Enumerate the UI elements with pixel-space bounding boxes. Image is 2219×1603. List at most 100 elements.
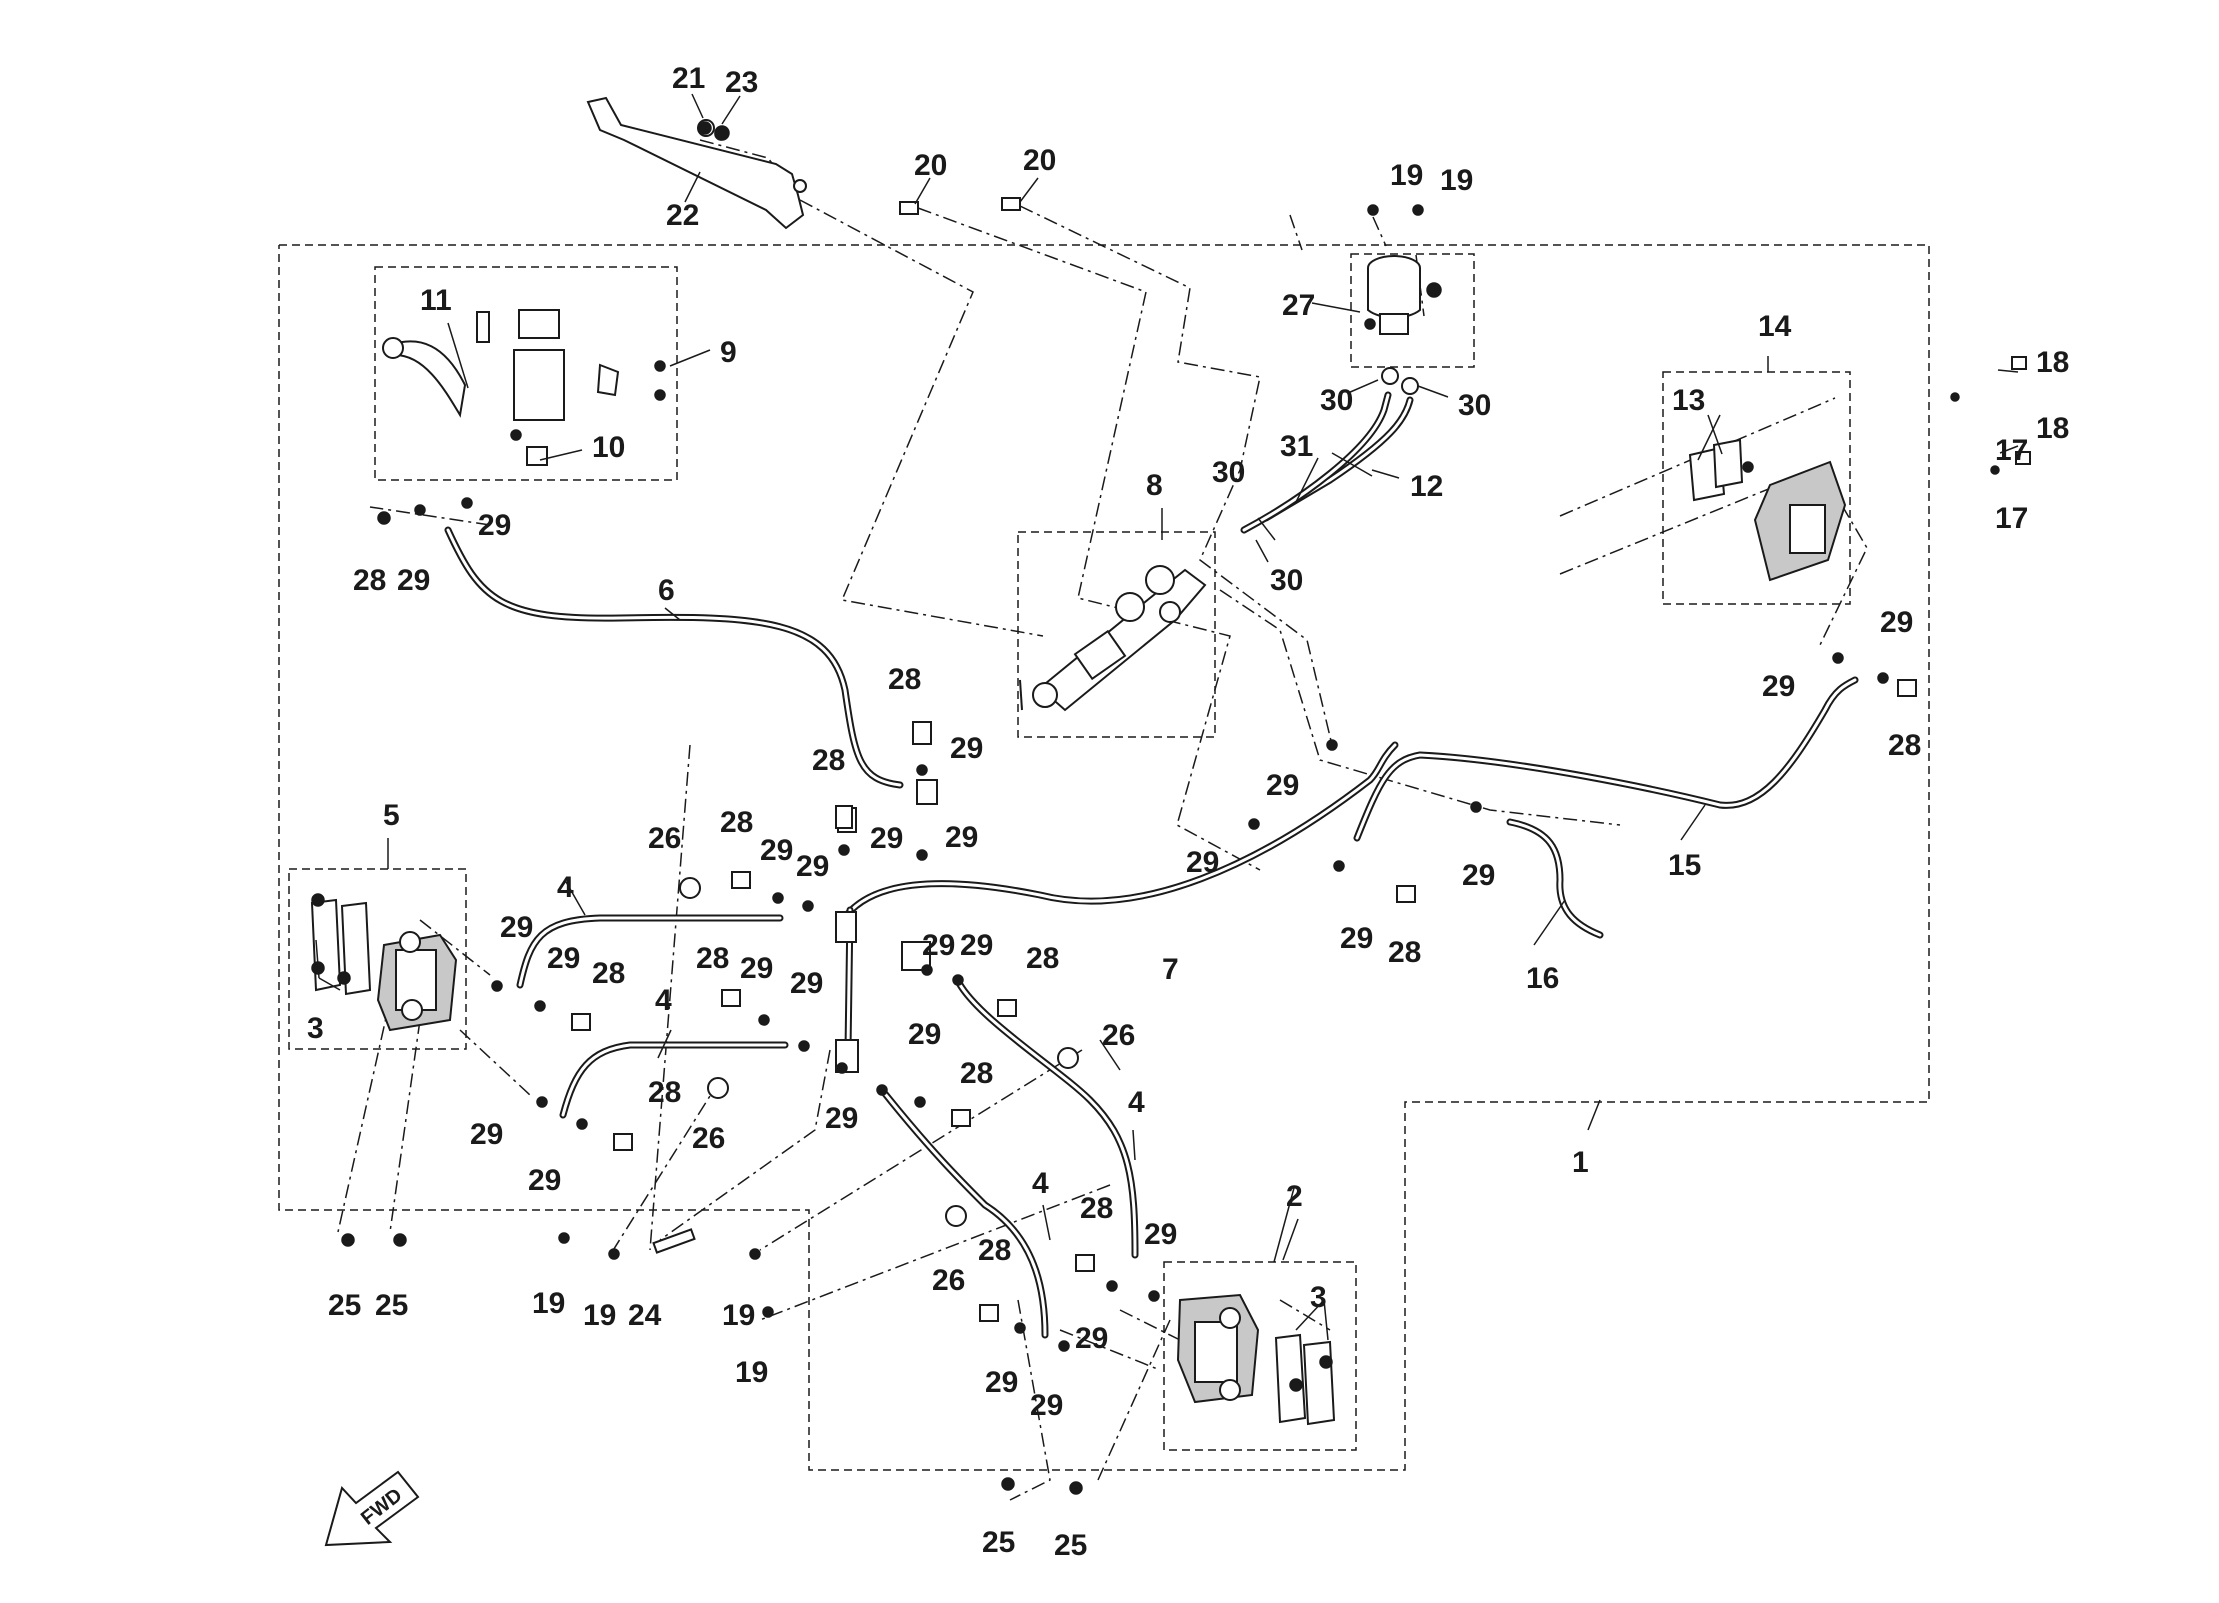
callout-29: 29 — [796, 850, 829, 883]
callout-19: 19 — [1390, 159, 1423, 192]
callout-29: 29 — [760, 834, 793, 867]
callout-2: 2 — [1286, 1180, 1303, 1213]
callout-17: 17 — [1995, 434, 2028, 467]
callout-28: 28 — [978, 1234, 1011, 1267]
callout-28: 28 — [696, 942, 729, 975]
callout-15: 15 — [1668, 849, 1701, 882]
callout-30: 30 — [1212, 456, 1245, 489]
callout-26: 26 — [1102, 1019, 1135, 1052]
callout-22: 22 — [666, 199, 699, 232]
callout-10: 10 — [592, 431, 625, 464]
callout-12: 12 — [1410, 470, 1443, 503]
callout-30: 30 — [1270, 564, 1303, 597]
callout-24: 24 — [628, 1299, 662, 1332]
callout-27: 27 — [1282, 289, 1315, 322]
callout-19: 19 — [1440, 164, 1473, 197]
callout-9: 9 — [720, 336, 737, 369]
callout-29: 29 — [1075, 1322, 1108, 1355]
leader-lines — [315, 93, 2019, 1341]
callout-29: 29 — [470, 1118, 503, 1151]
callout-20: 20 — [1023, 144, 1056, 177]
callout-16: 16 — [1526, 962, 1559, 995]
callout-28: 28 — [720, 806, 753, 839]
callout-28: 28 — [1026, 942, 1059, 975]
fasteners — [341, 121, 2031, 1495]
callout-23: 23 — [725, 66, 758, 99]
callout-29: 29 — [950, 732, 983, 765]
callout-29: 29 — [1144, 1218, 1177, 1251]
callout-29: 29 — [528, 1164, 561, 1197]
callout-29: 29 — [985, 1366, 1018, 1399]
callout-29: 29 — [1266, 769, 1299, 802]
callout-29: 29 — [1462, 859, 1495, 892]
callout-30: 30 — [1458, 389, 1491, 422]
callout-29: 29 — [1030, 1389, 1063, 1422]
callout-28: 28 — [1388, 936, 1421, 969]
callout-29: 29 — [397, 564, 430, 597]
callout-3: 3 — [1310, 1281, 1327, 1314]
brake-reservoir — [1364, 255, 1442, 395]
brake-assembly-boundary — [278, 244, 1930, 1471]
callout-8: 8 — [1146, 469, 1163, 502]
callout-17: 17 — [1995, 502, 2028, 535]
callout-29: 29 — [960, 929, 993, 962]
rear-caliper-right — [1688, 438, 1847, 582]
callout-29: 29 — [1762, 670, 1795, 703]
callout-30: 30 — [1320, 384, 1353, 417]
callout-29: 29 — [870, 822, 903, 855]
brake-hoses — [444, 391, 1859, 1339]
callout-20: 20 — [914, 149, 947, 182]
callout-13: 13 — [1672, 384, 1705, 417]
callout-28: 28 — [592, 957, 625, 990]
callout-31: 31 — [1280, 430, 1313, 463]
callout-4: 4 — [655, 984, 672, 1017]
callout-26: 26 — [932, 1264, 965, 1297]
callout-19: 19 — [532, 1287, 565, 1320]
callout-29: 29 — [740, 952, 773, 985]
callout-6: 6 — [658, 574, 675, 607]
callout-26: 26 — [692, 1122, 725, 1155]
callout-29: 29 — [1340, 922, 1373, 955]
callout-labels: 21 23 22 20 20 19 19 27 30 30 31 12 30 3… — [307, 62, 2069, 1562]
callout-19: 19 — [735, 1356, 768, 1389]
callout-29: 29 — [825, 1102, 858, 1135]
callout-29: 29 — [790, 967, 823, 1000]
callout-1: 1 — [1572, 1146, 1589, 1179]
callout-18: 18 — [2036, 346, 2069, 379]
callout-11: 11 — [420, 284, 452, 317]
callout-29: 29 — [500, 911, 533, 944]
callout-25: 25 — [1054, 1529, 1087, 1562]
callout-29: 29 — [945, 821, 978, 854]
forward-arrow-icon: FWD — [324, 1470, 420, 1547]
callout-21: 21 — [672, 62, 705, 95]
callout-25: 25 — [982, 1526, 1015, 1559]
front-caliper-left — [310, 893, 458, 1032]
callout-3: 3 — [307, 1012, 324, 1045]
callout-18: 18 — [2036, 412, 2069, 445]
callout-29: 29 — [908, 1018, 941, 1051]
callout-29: 29 — [1186, 846, 1219, 879]
callout-5: 5 — [383, 799, 400, 832]
foot-master-cylinder — [1019, 565, 1207, 712]
assembly-guide-lines — [337, 139, 1868, 1501]
callout-28: 28 — [960, 1057, 993, 1090]
callout-26: 26 — [648, 822, 681, 855]
callout-28: 28 — [812, 744, 845, 777]
hand-master-cylinder — [382, 309, 666, 466]
callout-25: 25 — [375, 1289, 408, 1322]
callout-14: 14 — [1758, 310, 1792, 343]
callout-29: 29 — [922, 929, 955, 962]
callout-29: 29 — [478, 509, 511, 542]
callout-29: 29 — [1880, 606, 1913, 639]
callout-28: 28 — [1888, 729, 1921, 762]
callout-19: 19 — [722, 1299, 755, 1332]
callout-4: 4 — [1128, 1086, 1145, 1119]
callout-4: 4 — [1032, 1167, 1049, 1200]
callout-4: 4 — [557, 871, 574, 904]
callout-28: 28 — [888, 663, 921, 696]
callout-28: 28 — [648, 1076, 681, 1109]
callout-29: 29 — [547, 942, 580, 975]
callout-28: 28 — [1080, 1192, 1113, 1225]
front-caliper-right — [1176, 1293, 1336, 1426]
